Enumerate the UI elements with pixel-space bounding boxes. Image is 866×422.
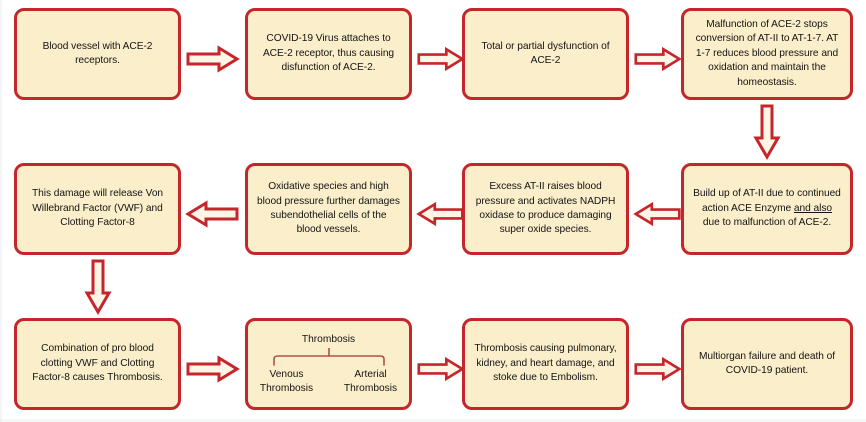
node-blood-vessel-ace2[interactable]: Blood vessel with ACE-2 receptors. (14, 8, 181, 100)
node-text: Blood vessel with ACE-2 receptors. (42, 40, 153, 66)
tree-bracket-icon (272, 348, 385, 366)
thrombosis-leaf-venous: Venous Thrombosis (259, 369, 314, 394)
node-oxidative-species-damage[interactable]: Oxidative species and high blood pressur… (245, 163, 412, 255)
node-text-underlined: and also (793, 202, 833, 214)
node-malfunction-stops-conversion[interactable]: Malfunction of ACE-2 stops conversion of… (681, 8, 853, 100)
page-edge-bottom (0, 419, 866, 422)
arrow-left-n7-n8 (185, 200, 240, 228)
thrombosis-leaf-arterial: Arterial Thrombosis (343, 369, 398, 394)
arrow-right-n11-n12 (634, 355, 682, 383)
node-covid-attaches-ace2[interactable]: COVID-19 Virus attaches to ACE-2 recepto… (245, 8, 412, 100)
node-text: Build up of AT-II due to continued actio… (693, 187, 841, 230)
node-text: This damage will release Von Willebrand … (31, 188, 164, 229)
node-text-part1: Build up of AT-II due to continued actio… (693, 188, 841, 214)
arrow-right-n2-n3 (417, 45, 465, 73)
arrow-left-n5-n6 (633, 200, 682, 228)
node-text: Total or partial dysfunction of ACE-2 (481, 40, 610, 66)
node-thrombosis-types[interactable]: Thrombosis Venous Thrombosis Arterial Th… (245, 318, 412, 410)
node-release-vwf-factor8[interactable]: This damage will release Von Willebrand … (14, 163, 181, 255)
arrow-right-n3-n4 (634, 45, 682, 73)
node-text: Malfunction of ACE-2 stops conversion of… (695, 18, 839, 88)
node-multiorgan-failure-death[interactable]: Multiorgan failure and death of COVID-19… (681, 318, 853, 410)
node-excess-at2-nadph[interactable]: Excess AT-II raises blood pressure and a… (462, 163, 629, 255)
thrombosis-tree-leaves: Venous Thrombosis Arterial Thrombosis (254, 368, 404, 395)
arrow-right-n1-n2 (186, 45, 240, 73)
arrow-down-n4-n5 (753, 104, 781, 160)
thrombosis-tree-root: Thrombosis (301, 333, 356, 345)
arrow-right-n10-n11 (417, 355, 465, 383)
node-text-part2: due to malfunction of ACE-2. (702, 217, 832, 229)
node-total-partial-dysfunction[interactable]: Total or partial dysfunction of ACE-2 (462, 8, 629, 100)
node-text: Oxidative species and high blood pressur… (257, 181, 400, 236)
node-text: Combination of pro blood clotting VWF an… (32, 343, 163, 384)
node-text: COVID-19 Virus attaches to ACE-2 recepto… (262, 33, 395, 74)
thrombosis-tree: Thrombosis Venous Thrombosis Arterial Th… (257, 327, 400, 401)
node-text: Excess AT-II raises blood pressure and a… (475, 181, 616, 236)
arrow-left-n6-n7 (416, 200, 465, 228)
node-text: Multiorgan failure and death of COVID-19… (698, 350, 836, 376)
arrow-down-n8-n9 (84, 259, 112, 315)
node-combination-causes-thrombosis[interactable]: Combination of pro blood clotting VWF an… (14, 318, 181, 410)
node-buildup-at2[interactable]: Build up of AT-II due to continued actio… (681, 163, 853, 255)
page-edge-left (0, 0, 2, 422)
node-text: Thrombosis causing pulmonary, kidney, an… (474, 343, 617, 384)
arrow-right-n9-n10 (186, 355, 240, 383)
node-thrombosis-organ-damage[interactable]: Thrombosis causing pulmonary, kidney, an… (462, 318, 629, 410)
